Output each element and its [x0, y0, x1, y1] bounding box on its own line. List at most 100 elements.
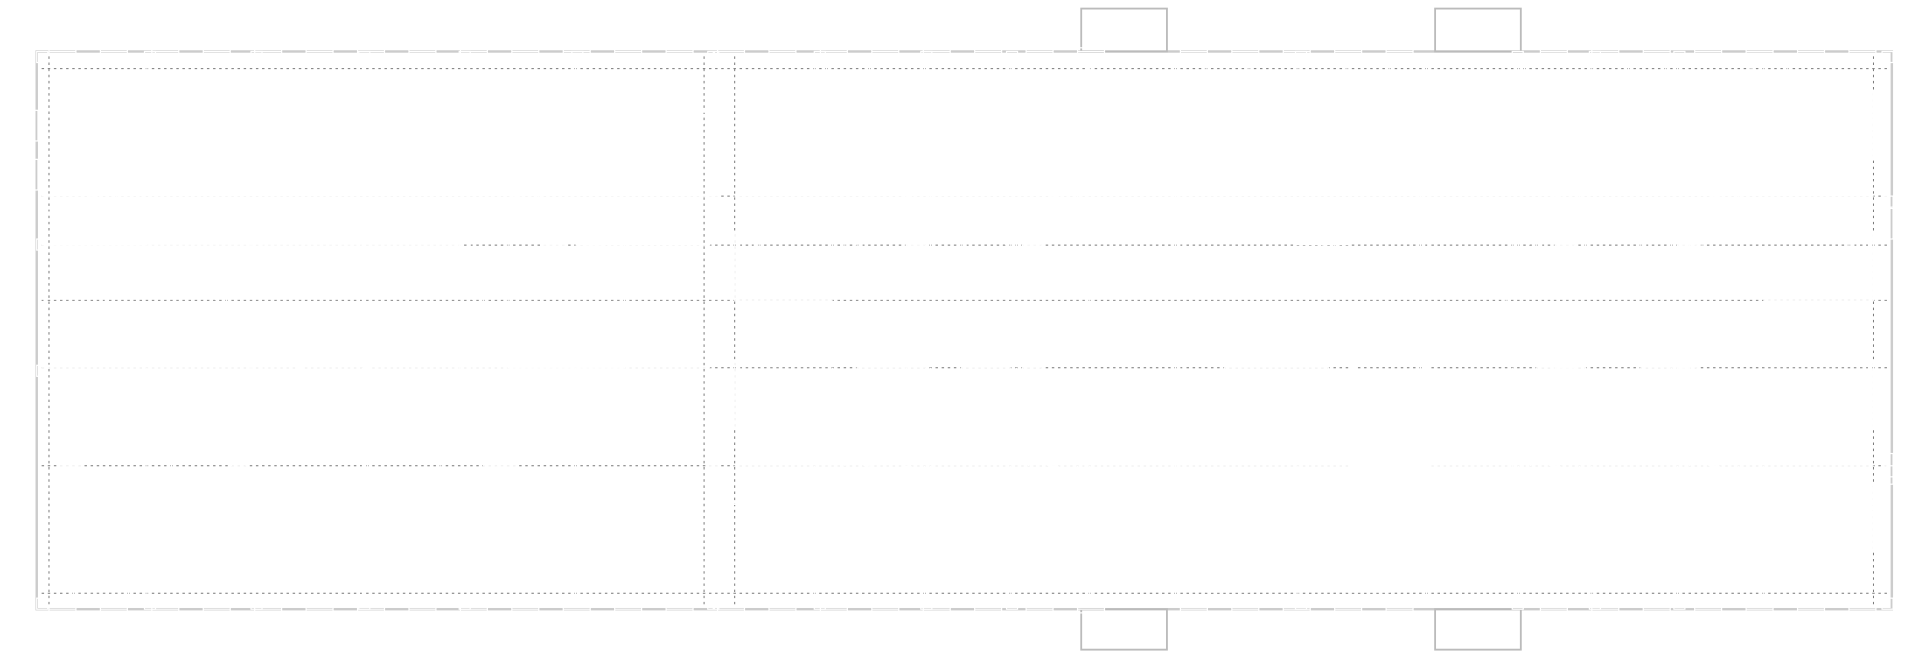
path: [738, 232, 833, 297]
hob: [443, 436, 453, 446]
column: [1673, 597, 1686, 610]
column: [571, 50, 584, 64]
desk: [50, 75, 79, 92]
bathtub: [1676, 244, 1698, 290]
column: [1294, 597, 1308, 610]
door: [183, 373, 211, 401]
line: [1642, 86, 1666, 117]
chair: [216, 568, 228, 580]
bathroom: [1536, 367, 1587, 424]
hob: [370, 449, 379, 458]
column: [1005, 597, 1019, 610]
door: [456, 293, 485, 322]
bed: [1750, 66, 1789, 118]
chair: [518, 430, 528, 444]
chair: [1130, 511, 1142, 521]
round-table: [189, 541, 223, 575]
door: [1050, 465, 1079, 493]
chair: [518, 445, 528, 460]
elevator-shaft: [1350, 359, 1430, 471]
column: [920, 597, 933, 610]
doors: [89, 169, 1740, 493]
chair: [183, 568, 195, 580]
toilet: [1656, 269, 1675, 283]
stair-arrow: [318, 123, 350, 163]
door: [844, 238, 872, 266]
column: [1673, 50, 1686, 64]
column: [358, 238, 371, 251]
sofa-cushion: [1209, 573, 1246, 587]
column: [458, 50, 471, 64]
dining-table: [1123, 79, 1150, 130]
bathtub: [513, 320, 535, 342]
column: [36, 238, 49, 251]
chair: [183, 535, 195, 547]
door: [1530, 438, 1558, 467]
desk: [354, 75, 383, 92]
column: [707, 465, 720, 478]
office-chair: [898, 125, 912, 140]
balcony: [1080, 7, 1168, 53]
bed: [468, 128, 501, 179]
column: [1511, 50, 1524, 64]
path: [738, 365, 833, 430]
door: [1689, 438, 1717, 467]
column: [250, 597, 263, 610]
column: [36, 597, 49, 610]
path: [1763, 370, 1865, 430]
sofa-cushion: [76, 579, 126, 589]
door: [1711, 465, 1740, 493]
chair: [83, 447, 93, 460]
sofa: [1346, 569, 1391, 593]
coffee-table: [1217, 109, 1250, 142]
door: [1552, 465, 1581, 493]
desk: [978, 91, 1008, 108]
sofa-cushion: [1264, 94, 1281, 142]
column: [1511, 597, 1524, 610]
bed: [1817, 483, 1875, 553]
hob: [1076, 112, 1086, 121]
desk: [890, 557, 919, 574]
central-corridor: [1089, 293, 1507, 363]
building-footprint: [35, 7, 1894, 651]
path: [753, 232, 833, 282]
chair: [427, 535, 439, 547]
chair: [65, 466, 77, 475]
desk: [1603, 532, 1632, 549]
door: [1711, 195, 1740, 224]
chair: [200, 575, 212, 587]
column: [1673, 183, 1686, 196]
columns: [36, 50, 1894, 610]
stair-arrow: [1325, 225, 1346, 268]
path: [743, 370, 833, 430]
column: [1588, 597, 1602, 610]
office-chair: [58, 93, 72, 108]
column: [458, 597, 471, 610]
line: [1765, 86, 1789, 117]
door: [403, 267, 432, 295]
desk: [1689, 557, 1718, 574]
chair: [410, 528, 422, 540]
bathtub: [1554, 367, 1576, 413]
door: [89, 195, 117, 224]
door: [440, 207, 468, 236]
line: [1765, 552, 1789, 583]
chair: [1114, 551, 1124, 564]
door: [183, 207, 211, 236]
chair: [1149, 83, 1158, 96]
dining-table: [1123, 520, 1150, 571]
stair-arrow: [1281, 394, 1319, 438]
door: [1552, 195, 1581, 224]
chair: [49, 421, 59, 433]
sofa: [1260, 91, 1284, 148]
sofa: [72, 575, 130, 596]
chair: [200, 528, 212, 540]
chair: [1463, 570, 1475, 580]
chair: [1130, 70, 1142, 80]
column: [143, 364, 157, 377]
column: [358, 364, 371, 377]
chair: [1482, 538, 1491, 551]
chair: [1447, 83, 1457, 96]
bathroom: [960, 367, 1011, 424]
path: [1763, 232, 1875, 301]
